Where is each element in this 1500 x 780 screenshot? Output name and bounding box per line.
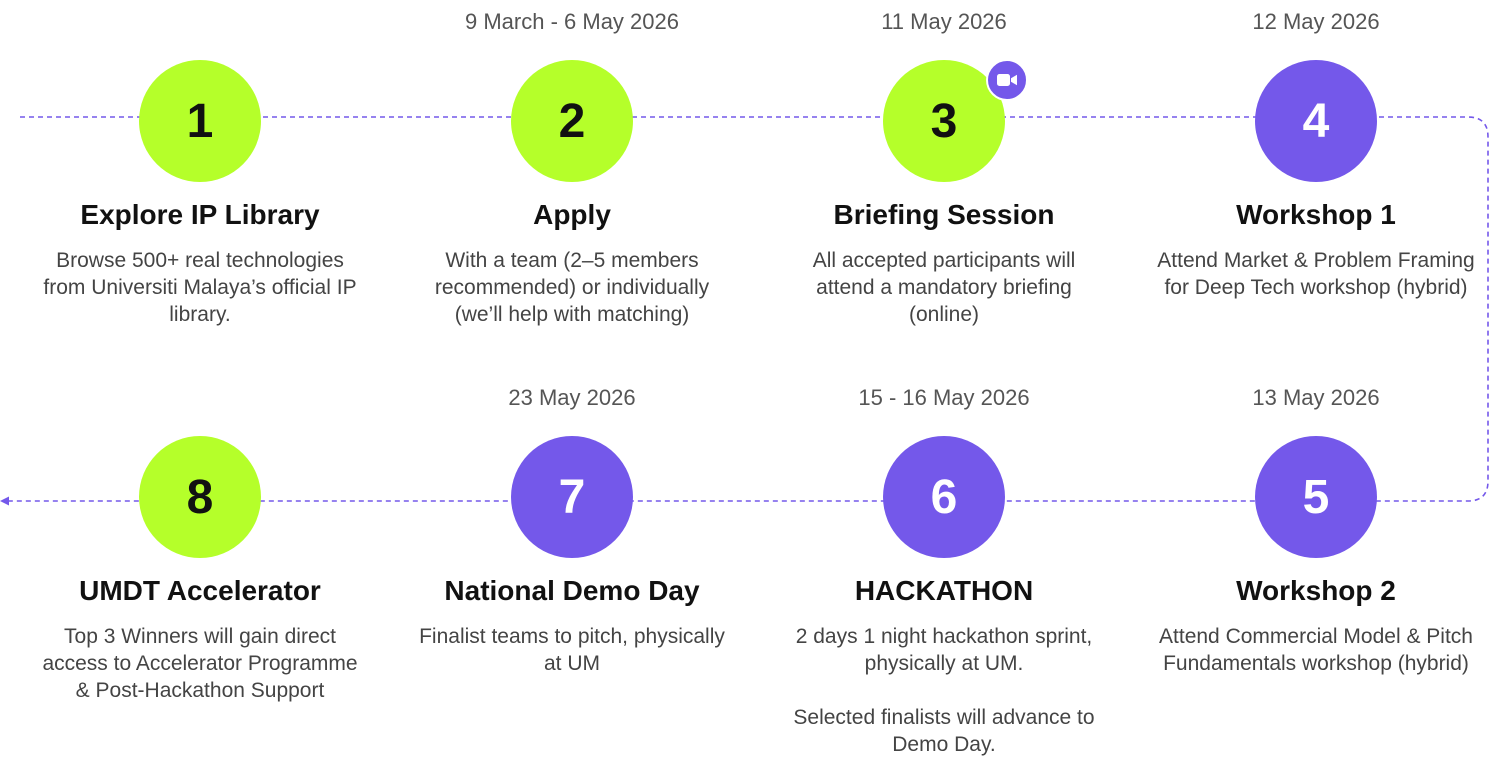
step-description: Browse 500+ real technologies from Unive…: [40, 247, 360, 328]
step-title: Apply: [533, 199, 611, 230]
step-number-circle: 8: [139, 436, 261, 558]
step-title: Explore IP Library: [80, 199, 320, 230]
step-date: 13 May 2026: [1252, 385, 1380, 410]
step-number-circle: 1: [139, 60, 261, 182]
step-number-circle: 4: [1255, 60, 1377, 182]
arrowhead-icon: [0, 496, 9, 506]
step-description: Attend Commercial Model & Pitch Fundamen…: [1156, 623, 1476, 677]
step-title: National Demo Day: [444, 575, 700, 606]
step-description: Finalist teams to pitch, physically at U…: [412, 623, 732, 677]
video-camera-icon: [986, 59, 1028, 101]
step-number-circle: 6: [883, 436, 1005, 558]
step-description-paragraph: All accepted participants will attend a …: [812, 249, 1076, 326]
step-title: Workshop 1: [1236, 199, 1396, 230]
step-description: Attend Market & Problem Framing for Deep…: [1156, 247, 1476, 301]
step-description: All accepted participants will attend a …: [784, 247, 1104, 328]
step-number-circle: 3: [883, 60, 1005, 182]
step-title: Briefing Session: [833, 199, 1055, 230]
step-date: 9 March - 6 May 2026: [465, 9, 679, 34]
step-date: 15 - 16 May 2026: [858, 385, 1030, 410]
step-date: 12 May 2026: [1252, 9, 1380, 34]
step-title: UMDT Accelerator: [79, 575, 321, 606]
step-number-circle: 2: [511, 60, 633, 182]
step-description-paragraph: 2 days 1 night hackathon sprint, physica…: [795, 625, 1093, 675]
connector-path: [8, 116, 1489, 502]
step-title: HACKATHON: [854, 575, 1034, 606]
step-description-paragraph: Attend Market & Problem Framing for Deep…: [1157, 249, 1475, 299]
step-description-paragraph: With a team (2–5 members recommended) or…: [434, 249, 710, 326]
step-number-circle: 7: [511, 436, 633, 558]
step-date: 11 May 2026: [881, 9, 1007, 34]
step-description: Top 3 Winners will gain direct access to…: [40, 623, 360, 704]
step-description-paragraph: Selected finalists will advance to Demo …: [793, 706, 1095, 756]
step-description-paragraph: Attend Commercial Model & Pitch Fundamen…: [1159, 625, 1473, 675]
step-description-paragraph: Finalist teams to pitch, physically at U…: [419, 625, 725, 675]
step-description-paragraph: Top 3 Winners will gain direct access to…: [42, 625, 358, 702]
step-description-paragraph: Browse 500+ real technologies from Unive…: [43, 249, 357, 326]
step-description: With a team (2–5 members recommended) or…: [412, 247, 732, 328]
step-date: 23 May 2026: [508, 385, 636, 410]
step-title: Workshop 2: [1236, 575, 1396, 606]
step-number-circle: 5: [1255, 436, 1377, 558]
step-description: 2 days 1 night hackathon sprint, physica…: [784, 623, 1104, 758]
